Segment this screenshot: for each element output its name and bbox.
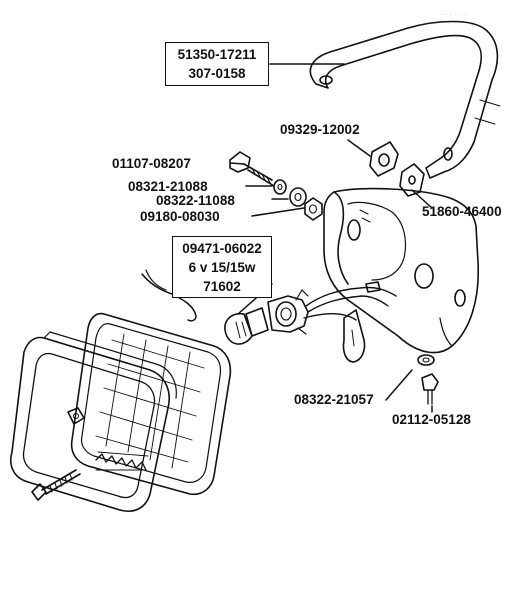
- lower-screw: [421, 373, 439, 405]
- front-rim: [10, 331, 177, 512]
- bracket-hole-right: [443, 147, 453, 161]
- bulb-socket: [267, 289, 309, 335]
- connector-lower: [342, 309, 366, 363]
- housing-mount-hole: [347, 219, 361, 241]
- washer-08321-21088: [273, 179, 287, 195]
- callout-box-bulb: 09471-06022 6 v 15/15w 71602: [172, 236, 272, 298]
- housing-side-hole: [414, 263, 434, 289]
- callout-washer-1: 08321-21088: [128, 179, 208, 194]
- wiring-harness: [303, 281, 397, 363]
- callout-clip-nut: 51860-46400: [422, 204, 502, 219]
- callout-bulb-line-3: 71602: [203, 279, 241, 294]
- bolt: [229, 151, 275, 187]
- adjuster-spring: [95, 451, 149, 471]
- connector-top: [365, 281, 381, 293]
- callout-bulb-line-2: 6 v 15/15w: [188, 260, 256, 275]
- lower-washer: [417, 354, 435, 366]
- bulb: [224, 307, 269, 345]
- callout-nut: 09180-08030: [140, 209, 220, 224]
- callout-bracket-line-1: 51350-17211: [177, 47, 257, 62]
- leader-lines: [229, 63, 433, 413]
- spring-clip: [141, 269, 197, 322]
- callout-washer-2: 08322-11088: [156, 193, 235, 208]
- bracket-hole-left: [319, 75, 333, 85]
- grommet: [369, 141, 399, 177]
- sealed-beam-unit: [70, 312, 232, 496]
- mounting-bracket: [309, 20, 501, 179]
- callout-bolt: 01107-08207: [112, 156, 191, 171]
- nut-09180-08030: [304, 197, 323, 221]
- callout-bulb-line-1: 09471-06022: [182, 241, 262, 256]
- callout-lower-screw: 02112-05128: [392, 412, 471, 427]
- adjuster-screw: [31, 469, 81, 501]
- washer-08322-11088: [289, 187, 307, 207]
- callout-grommet: 09329-12002: [280, 122, 360, 137]
- callout-lower-washer: 08322-21057: [294, 392, 374, 407]
- headlamp-housing: [323, 187, 480, 354]
- callout-box-bracket: 51350-17211 307-0158: [165, 42, 269, 86]
- rim-tab: [67, 407, 85, 425]
- bleed-through-text: · · · · · ·: [440, 10, 468, 19]
- callout-bracket-line-2: 307-0158: [188, 66, 246, 81]
